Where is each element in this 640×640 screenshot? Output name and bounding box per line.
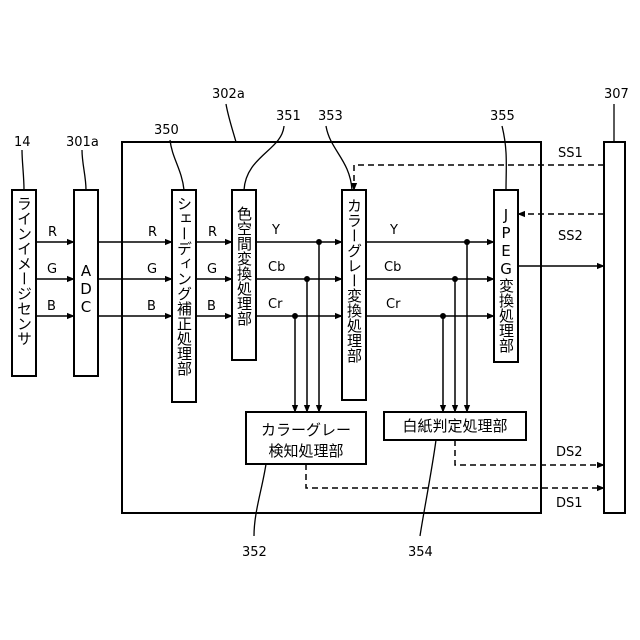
label-b-2: B — [147, 299, 156, 314]
ref-301a: 301a — [66, 135, 99, 150]
host-block — [604, 142, 625, 513]
label-b-3: B — [207, 299, 216, 314]
label-y-2: Y — [389, 223, 398, 238]
color-gray-detection-label-1: カラーグレー — [261, 421, 351, 439]
label-r-1: R — [48, 225, 57, 240]
label-g-2: G — [147, 262, 157, 277]
label-r-2: R — [148, 225, 157, 240]
label-cb-1: Cb — [268, 260, 285, 275]
leader-14 — [22, 150, 24, 190]
label-ss1: SS1 — [558, 146, 583, 161]
ref-355: 355 — [490, 109, 515, 124]
label-g-1: G — [47, 262, 57, 277]
leader-301a — [82, 150, 86, 190]
color-gray-conversion-label: カラーグレー変換処理部 — [345, 198, 363, 363]
label-cb-2: Cb — [384, 260, 401, 275]
label-y-1: Y — [271, 223, 280, 238]
line-image-sensor-label: ラインイメージセンサ — [15, 196, 33, 346]
label-b-1: B — [47, 299, 56, 314]
leader-355 — [502, 126, 506, 190]
leader-351 — [244, 126, 284, 190]
jpeg-conversion-label: JPEG変換処理部 — [497, 206, 515, 353]
leader-302a — [226, 104, 236, 142]
ref-354: 354 — [408, 545, 433, 560]
ref-352: 352 — [242, 545, 267, 560]
ref-353: 353 — [318, 109, 343, 124]
label-ds2: DS2 — [556, 445, 583, 460]
leader-352 — [254, 464, 266, 536]
label-cr-2: Cr — [386, 297, 401, 312]
label-cr-1: Cr — [268, 297, 283, 312]
color-gray-detection-label-2: 検知処理部 — [268, 442, 343, 460]
ref-307: 307 — [604, 87, 629, 102]
color-space-conversion-label: 色空間変換処理部 — [235, 206, 253, 326]
shading-correction-label: シェーディング補正処理部 — [175, 196, 193, 376]
ref-350: 350 — [154, 123, 179, 138]
ref-351: 351 — [276, 109, 301, 124]
white-paper-judgement-label: 白紙判定処理部 — [402, 417, 507, 435]
signal-ss1-line — [354, 165, 604, 190]
ref-302a: 302a — [212, 87, 245, 102]
signal-ds1-line — [306, 464, 604, 488]
leader-350 — [170, 140, 184, 190]
adc-label: ADC — [77, 262, 95, 316]
label-ds1: DS1 — [556, 496, 583, 511]
label-ss2: SS2 — [558, 229, 583, 244]
label-g-3: G — [207, 262, 217, 277]
label-r-3: R — [208, 225, 217, 240]
leader-353 — [326, 126, 352, 190]
ref-14: 14 — [14, 135, 31, 150]
